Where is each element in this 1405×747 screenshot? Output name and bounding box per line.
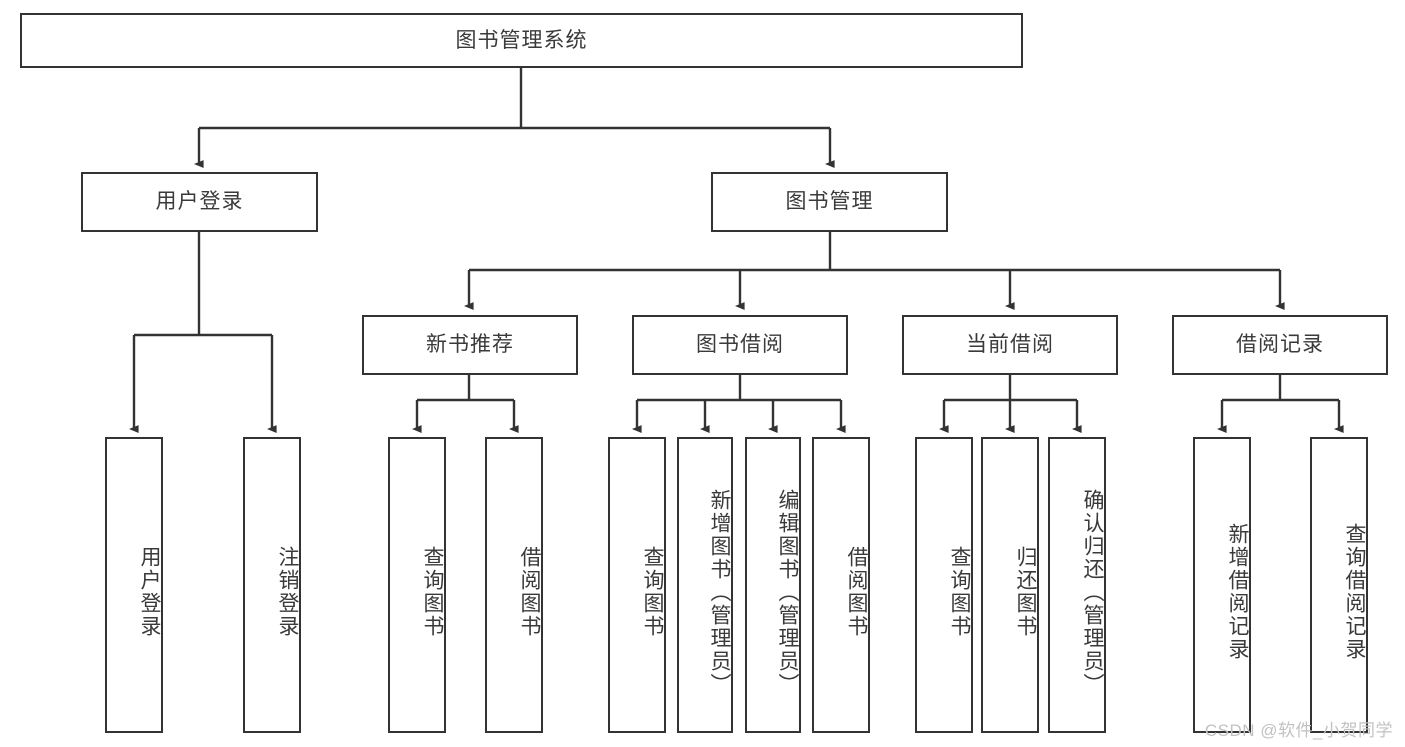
node-label: 确认归还（管理员）	[1081, 488, 1104, 696]
csdn-watermark: CSDN @软件_小贺同学	[1204, 721, 1393, 740]
node-label: 用户登录	[138, 546, 161, 638]
node-label: 注销登录	[276, 546, 299, 638]
node-new-book-recommend[interactable]: 新书推荐	[362, 315, 578, 375]
leaf-user-login[interactable]: 用户登录	[105, 437, 163, 733]
node-current-borrow[interactable]: 当前借阅	[902, 315, 1118, 375]
leaf-query-book-borrow[interactable]: 查询图书	[608, 437, 666, 733]
leaf-query-borrow-record[interactable]: 查询借阅记录	[1310, 437, 1368, 733]
node-book-management[interactable]: 图书管理	[711, 172, 948, 232]
node-label: 图书管理	[785, 190, 874, 214]
node-label: 查询图书	[641, 546, 664, 638]
leaf-add-book-admin[interactable]: 新增图书（管理员）	[677, 437, 733, 733]
node-label: 新增借阅记录	[1226, 523, 1249, 661]
node-label: 查询图书	[948, 546, 971, 638]
leaf-borrow-book[interactable]: 借阅图书	[812, 437, 870, 733]
node-label: 图书管理系统	[455, 28, 588, 52]
leaf-logout[interactable]: 注销登录	[243, 437, 301, 733]
node-label: 借阅图书	[518, 546, 541, 638]
node-root-system[interactable]: 图书管理系统	[20, 13, 1023, 68]
leaf-query-book-recommend[interactable]: 查询图书	[388, 437, 446, 733]
leaf-confirm-return-admin[interactable]: 确认归还（管理员）	[1048, 437, 1106, 733]
leaf-query-book-current[interactable]: 查询图书	[915, 437, 973, 733]
leaf-return-book[interactable]: 归还图书	[981, 437, 1039, 733]
leaf-edit-book-admin[interactable]: 编辑图书（管理员）	[745, 437, 801, 733]
node-label: 新增图书（管理员）	[708, 488, 731, 696]
leaf-borrow-book-recommend[interactable]: 借阅图书	[485, 437, 543, 733]
node-user-login[interactable]: 用户登录	[81, 172, 318, 232]
node-label: 用户登录	[155, 190, 244, 214]
node-label: 查询图书	[421, 546, 444, 638]
node-label: 归还图书	[1014, 546, 1037, 638]
leaf-add-borrow-record[interactable]: 新增借阅记录	[1193, 437, 1251, 733]
node-label: 查询借阅记录	[1343, 523, 1366, 661]
node-book-borrow[interactable]: 图书借阅	[632, 315, 848, 375]
node-label: 新书推荐	[426, 333, 514, 357]
node-label: 图书借阅	[696, 333, 784, 357]
node-label: 借阅图书	[845, 546, 868, 638]
node-borrow-record[interactable]: 借阅记录	[1172, 315, 1388, 375]
node-label: 当前借阅	[966, 333, 1054, 357]
node-label: 编辑图书（管理员）	[776, 488, 799, 696]
node-label: 借阅记录	[1236, 333, 1324, 357]
